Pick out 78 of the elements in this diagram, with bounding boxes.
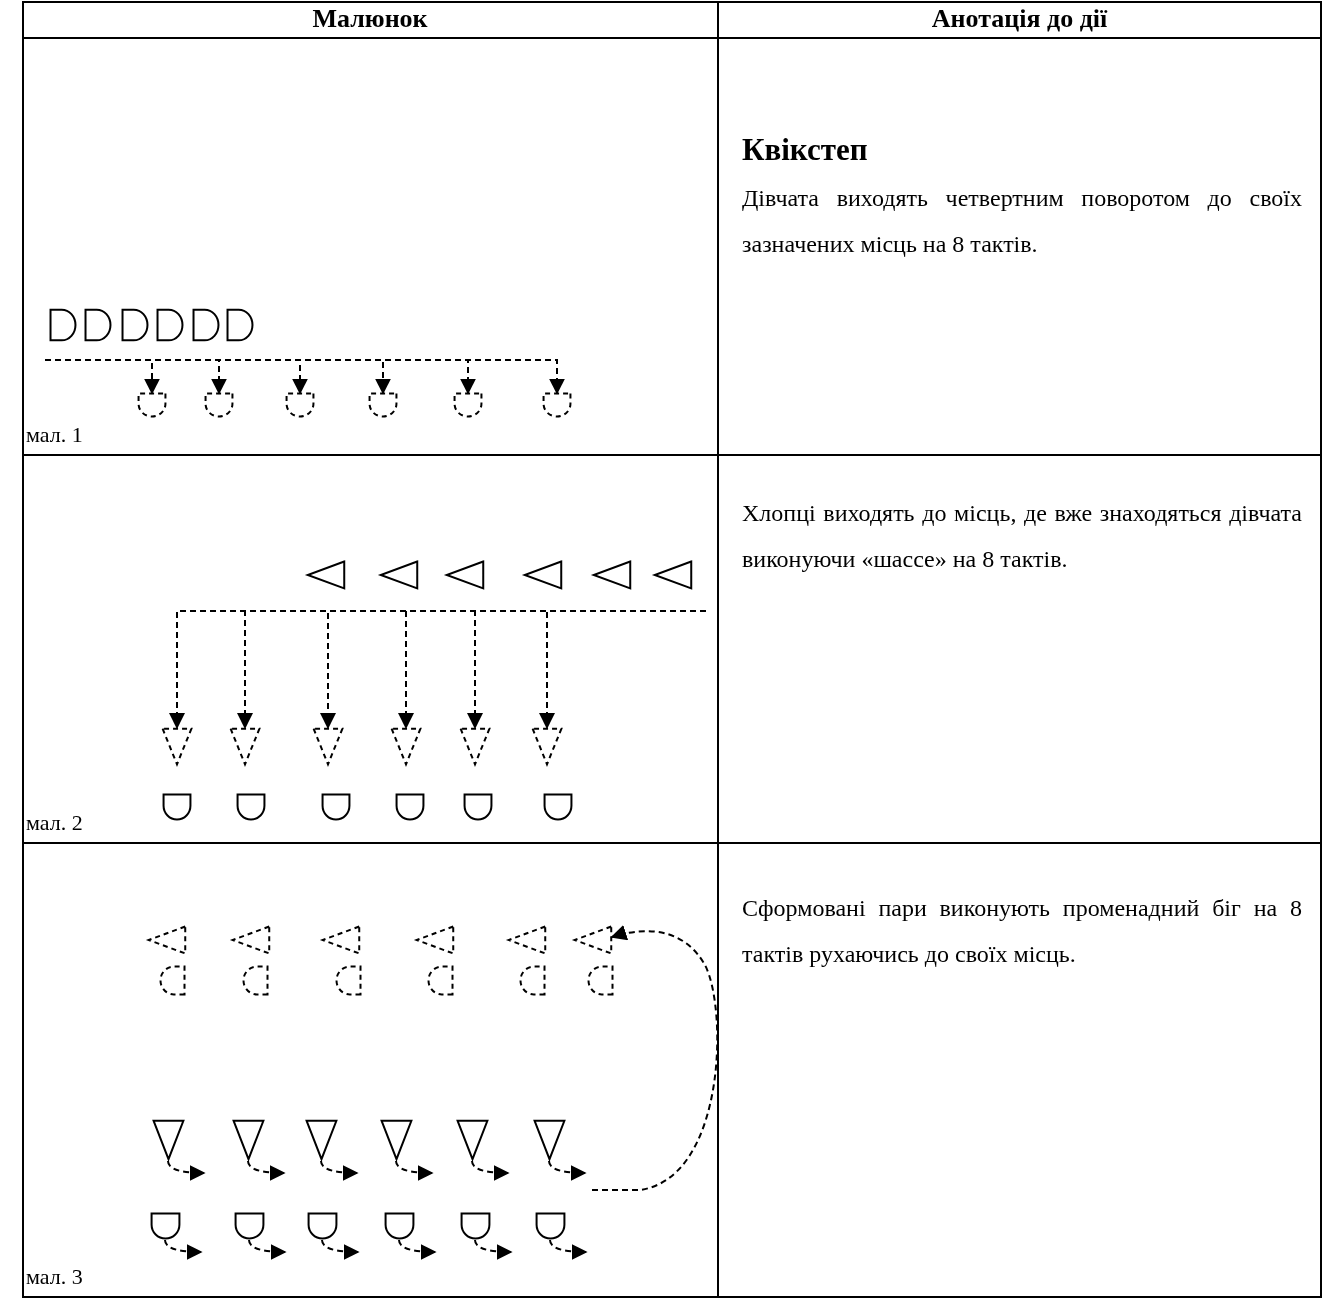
semicircle-symbol [242,965,268,995]
semicircle-symbol [454,393,482,417]
semicircle-symbol [464,794,492,820]
column-header: Малюнок [311,3,429,35]
semicircle-symbol [544,794,572,820]
dashed-arrow [247,1160,286,1181]
dashed-arrow [167,1160,206,1181]
triangle-symbol [322,926,360,954]
dashed-arrow [471,1160,510,1181]
triangle-symbol [460,727,490,765]
triangle-symbol [380,1120,412,1160]
triangle-symbol [508,926,546,954]
semicircle-symbol [322,794,350,820]
triangle-symbol [654,561,692,589]
semicircle-symbol [50,309,76,341]
paragraph: Хлопці виходять до місць, де вже знаходяться дівчата виконуючи «шассе» на 8 тактів. [742,499,1302,574]
semicircle-symbol [150,1213,180,1239]
semicircle-symbol [335,965,361,995]
triangle-symbol [230,727,260,765]
dashed-arrow [398,1239,437,1260]
dashed-arrow [248,1239,287,1260]
dashed-arrow [320,1160,359,1181]
semicircle-symbol [535,1213,565,1239]
semicircle-symbol [205,393,233,417]
semicircle-symbol [396,794,424,820]
triangle-symbol [391,727,421,765]
semicircle-symbol [85,309,111,341]
triangle-symbol [456,1120,488,1160]
semicircle-symbol [234,1213,264,1239]
dashed-arrow [591,925,719,1191]
semicircle-symbol [519,965,545,995]
triangle-symbol [152,1120,184,1160]
semicircle-symbol [286,393,314,417]
dashed-arrow [44,359,565,395]
triangle-symbol [574,926,612,954]
triangle-symbol [380,561,418,589]
triangle-symbol [232,1120,264,1160]
semicircle-symbol [157,309,183,341]
triangle-symbol [446,561,484,589]
figure-caption: мал. 1 [26,421,83,449]
triangle-symbol [533,1120,565,1160]
dashed-arrow [549,1239,588,1260]
semicircle-symbol [427,965,453,995]
semicircle-symbol [460,1213,490,1239]
triangle-symbol [524,561,562,589]
triangle-symbol [593,561,631,589]
dashed-arrow [548,1160,587,1181]
figure-caption: мал. 2 [26,809,83,837]
heading: Квікстеп [742,131,868,169]
dashed-arrow [395,1160,434,1181]
semicircle-symbol [369,393,397,417]
semicircle-symbol [159,965,185,995]
semicircle-symbol [237,794,265,820]
semicircle-symbol [587,965,613,995]
dashed-arrow [321,1239,360,1260]
triangle-symbol [305,1120,337,1160]
dashed-arrow [474,1239,513,1260]
paragraph: Дівчата виходять четвертним поворотом до своїх зазначених місць на 8 тактів. [742,184,1302,259]
column-header: Анотація до дії [930,3,1109,35]
semicircle-symbol [163,794,191,820]
paragraph: Сформовані пари виконують променадний біг на 8 тактів рухаючись до своїх місць. [742,894,1302,969]
figure-caption: мал. 3 [26,1263,83,1291]
triangle-symbol [416,926,454,954]
semicircle-symbol [384,1213,414,1239]
semicircle-symbol [122,309,148,341]
semicircle-symbol [193,309,219,341]
semicircle-symbol [307,1213,337,1239]
triangle-symbol [313,727,343,765]
dashed-arrow [539,610,707,730]
semicircle-symbol [227,309,253,341]
semicircle-symbol [543,393,571,417]
triangle-symbol [307,561,345,589]
triangle-symbol [532,727,562,765]
semicircle-symbol [138,393,166,417]
dashed-arrow [164,1239,203,1260]
triangle-symbol [162,727,192,765]
triangle-symbol [148,926,186,954]
triangle-symbol [232,926,270,954]
